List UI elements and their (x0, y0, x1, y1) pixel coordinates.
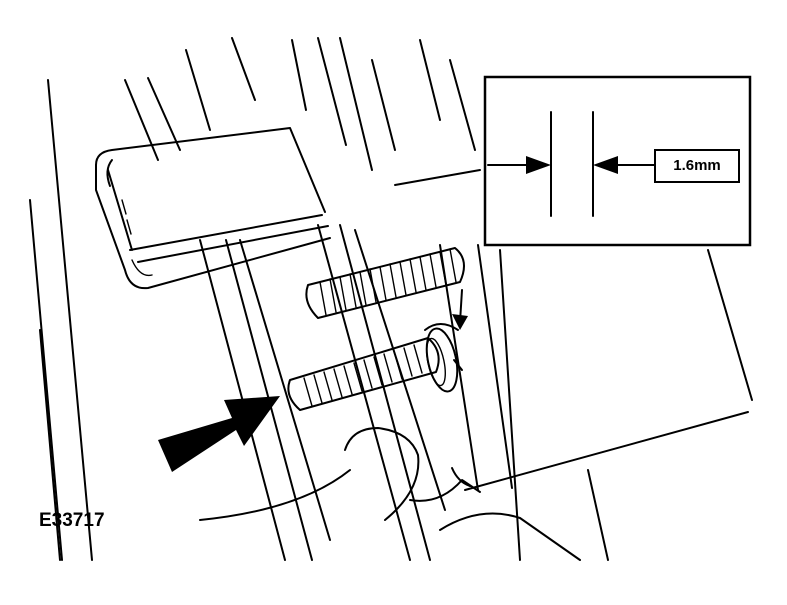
hand-outline (199, 411, 749, 561)
dimension-arrow-icon (487, 156, 551, 174)
upper-threaded-stud (305, 247, 465, 319)
figure-id-label: E33717 (39, 510, 105, 531)
dimension-value: 1.6mm (673, 157, 721, 174)
dimension-label-box (654, 149, 740, 183)
large-arrow-icon (158, 396, 280, 472)
lower-bolt (287, 323, 463, 411)
dimension-arrow-icon-right (593, 156, 656, 174)
washer-indicator-arrow (452, 289, 468, 330)
callout-inset (483, 75, 752, 247)
hinge-bracket (95, 127, 331, 290)
